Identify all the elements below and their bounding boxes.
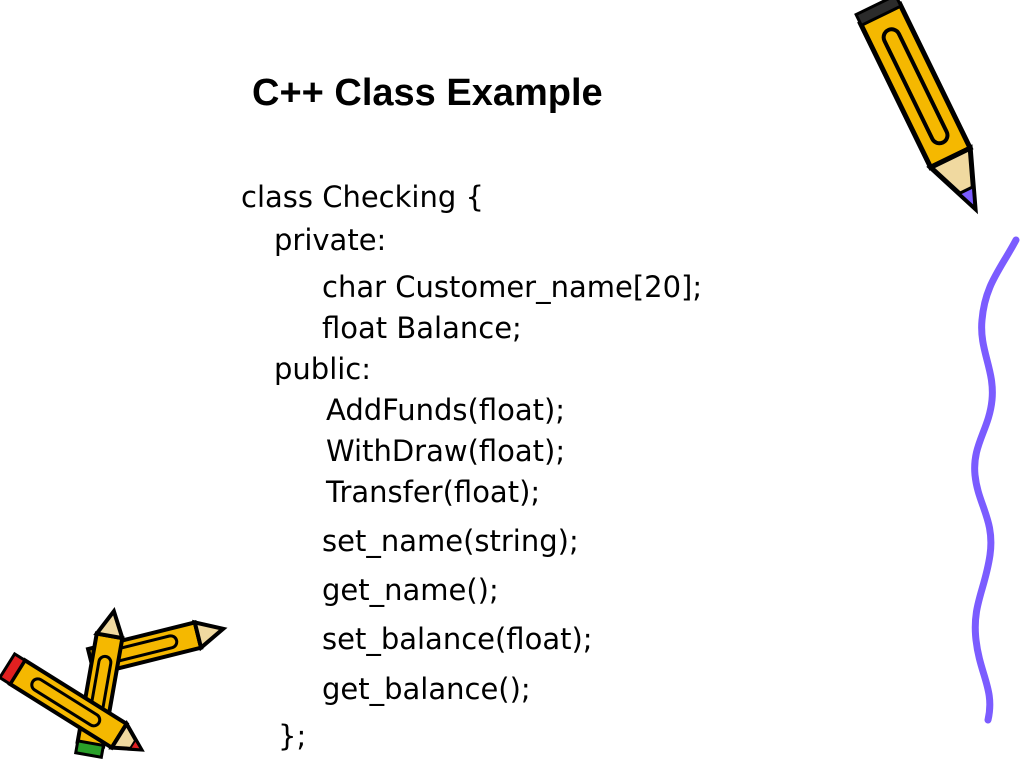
slide-title: C++ Class Example: [252, 72, 603, 114]
code-line-set-balance: set_balance(float);: [322, 622, 593, 656]
code-line-balance: float Balance;: [322, 311, 522, 345]
code-line-class-decl: class Checking {: [241, 180, 484, 214]
code-line-get-name: get_name();: [322, 573, 499, 607]
code-line-get-balance: get_balance();: [322, 672, 531, 706]
pencil-clipart-icon: [854, 0, 978, 215]
pencil-cluster-clipart-icon: [0, 606, 228, 759]
code-line-customer-name: char Customer_name[20];: [322, 270, 703, 304]
code-line-addfunds: AddFunds(float);: [326, 393, 566, 427]
code-line-set-name: set_name(string);: [322, 524, 579, 558]
code-line-public: public:: [274, 352, 372, 386]
code-line-private: private:: [274, 223, 387, 257]
squiggle-line-icon: [971, 236, 1020, 724]
code-line-transfer: Transfer(float);: [326, 475, 541, 509]
code-line-close-brace: };: [278, 719, 307, 753]
code-line-withdraw: WithDraw(float);: [326, 434, 566, 468]
